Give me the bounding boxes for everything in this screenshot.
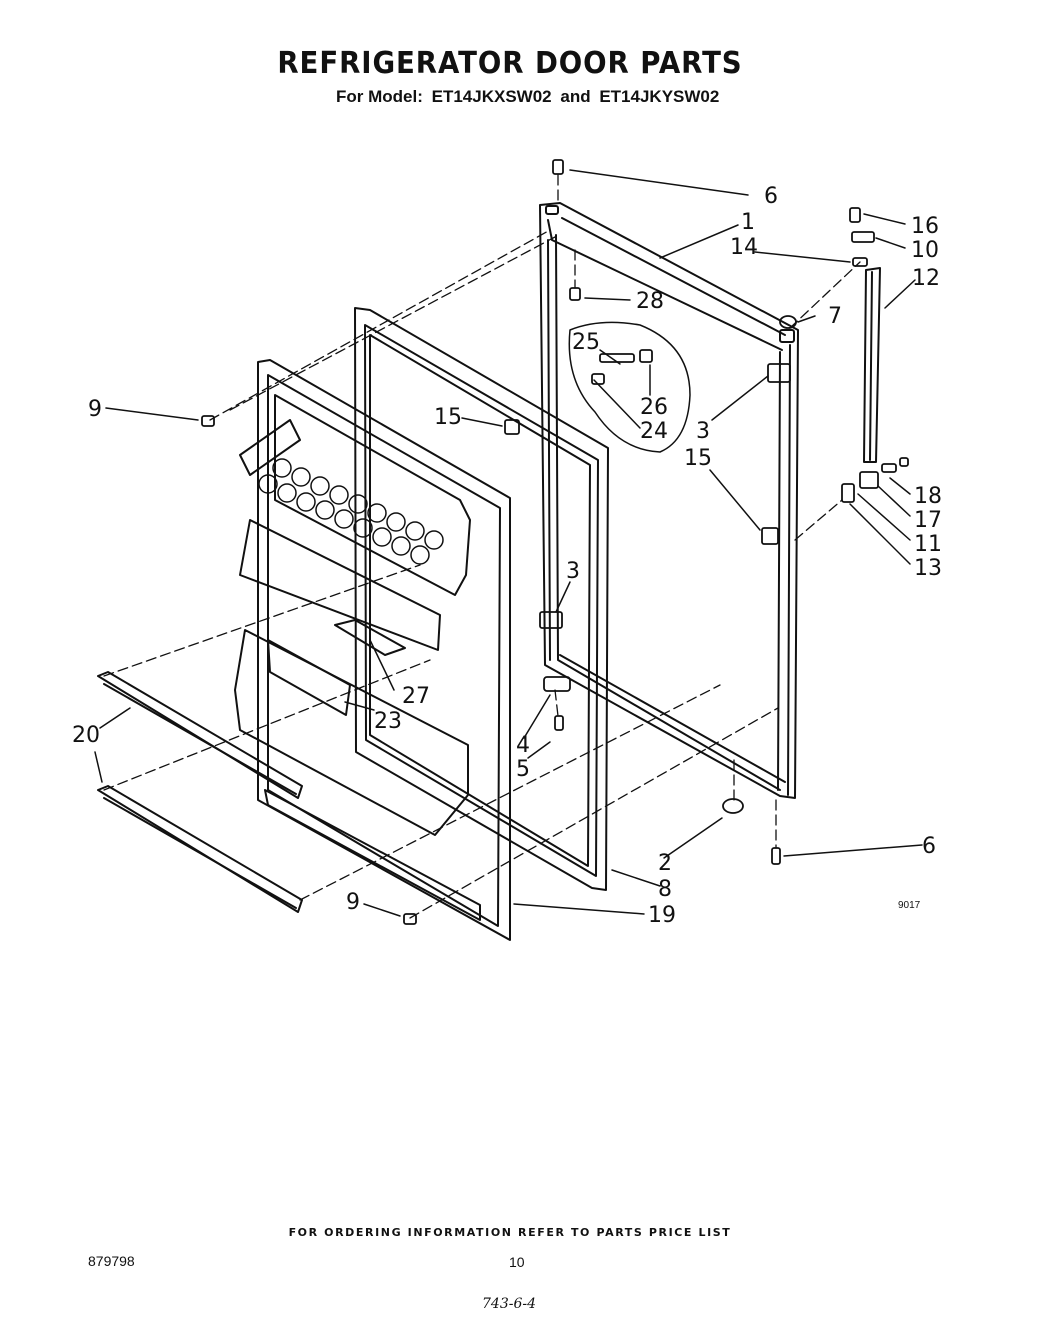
drawing-code: 9017: [898, 900, 921, 911]
callout-6-top: 6: [764, 184, 778, 209]
callout-3-left: 3: [566, 559, 580, 584]
door-handle: [863, 267, 881, 463]
callout-6-bottom: 6: [922, 834, 936, 859]
subtitle-prefix: For Model:: [336, 87, 423, 106]
callout-23: 23: [374, 709, 402, 734]
detail-inset-outline: [568, 321, 691, 453]
callout-7: 7: [828, 304, 842, 329]
callout-5: 5: [516, 757, 530, 782]
page-title: REFRIGERATOR DOOR PARTS: [277, 46, 743, 81]
callout-14: 14: [730, 235, 758, 260]
callout-2: 2: [658, 851, 672, 876]
inner-door-liner: [234, 359, 511, 941]
model-number-2: ET14JKYSW02: [599, 87, 720, 106]
handwritten-code: 743-6-4: [482, 1296, 536, 1312]
callout-16: 16: [911, 214, 939, 239]
callout-labels: 6 1 16 10 14 12 28 7 25 26 24 9 15 3 15 …: [72, 184, 942, 928]
callout-27: 27: [402, 684, 430, 709]
callout-18: 18: [914, 484, 942, 509]
door-gasket: [354, 307, 609, 891]
document-number: 879798: [88, 1253, 135, 1269]
hardware-pieces: [201, 159, 909, 925]
callout-19: 19: [648, 903, 676, 928]
callout-24: 24: [640, 419, 668, 444]
shelf-bar-lower: [97, 785, 303, 913]
assembly-lines: [103, 174, 861, 919]
model-connector: and: [560, 87, 591, 106]
shelf-bar-upper: [97, 671, 303, 799]
callout-17: 17: [914, 508, 942, 533]
model-number-1: ET14JKXSW02: [431, 87, 552, 106]
callout-4: 4: [516, 733, 530, 758]
outer-door-panel: [539, 202, 799, 799]
callout-20: 20: [72, 723, 100, 748]
callout-9-bottom: 9: [346, 890, 360, 915]
callout-9-top: 9: [88, 397, 102, 422]
callout-13: 13: [914, 556, 942, 581]
model-subtitle: For Model: ET14JKXSW02 and ET14JKYSW02: [336, 87, 723, 107]
callout-28: 28: [636, 289, 664, 314]
callout-10: 10: [911, 238, 939, 263]
leader-lines: [94, 169, 923, 917]
callout-11: 11: [914, 532, 942, 557]
ordering-note: FOR ORDERING INFORMATION REFER TO PARTS …: [288, 1226, 732, 1239]
callout-25: 25: [572, 330, 600, 355]
callout-1: 1: [741, 210, 755, 235]
callout-8: 8: [658, 877, 672, 902]
callout-3-right: 3: [696, 419, 710, 444]
callout-15-right: 15: [684, 446, 712, 471]
egg-holder: [258, 458, 444, 565]
callout-26: 26: [640, 395, 668, 420]
page-number: 10: [509, 1254, 525, 1270]
callout-15-left: 15: [434, 405, 462, 430]
callout-12: 12: [912, 266, 940, 291]
